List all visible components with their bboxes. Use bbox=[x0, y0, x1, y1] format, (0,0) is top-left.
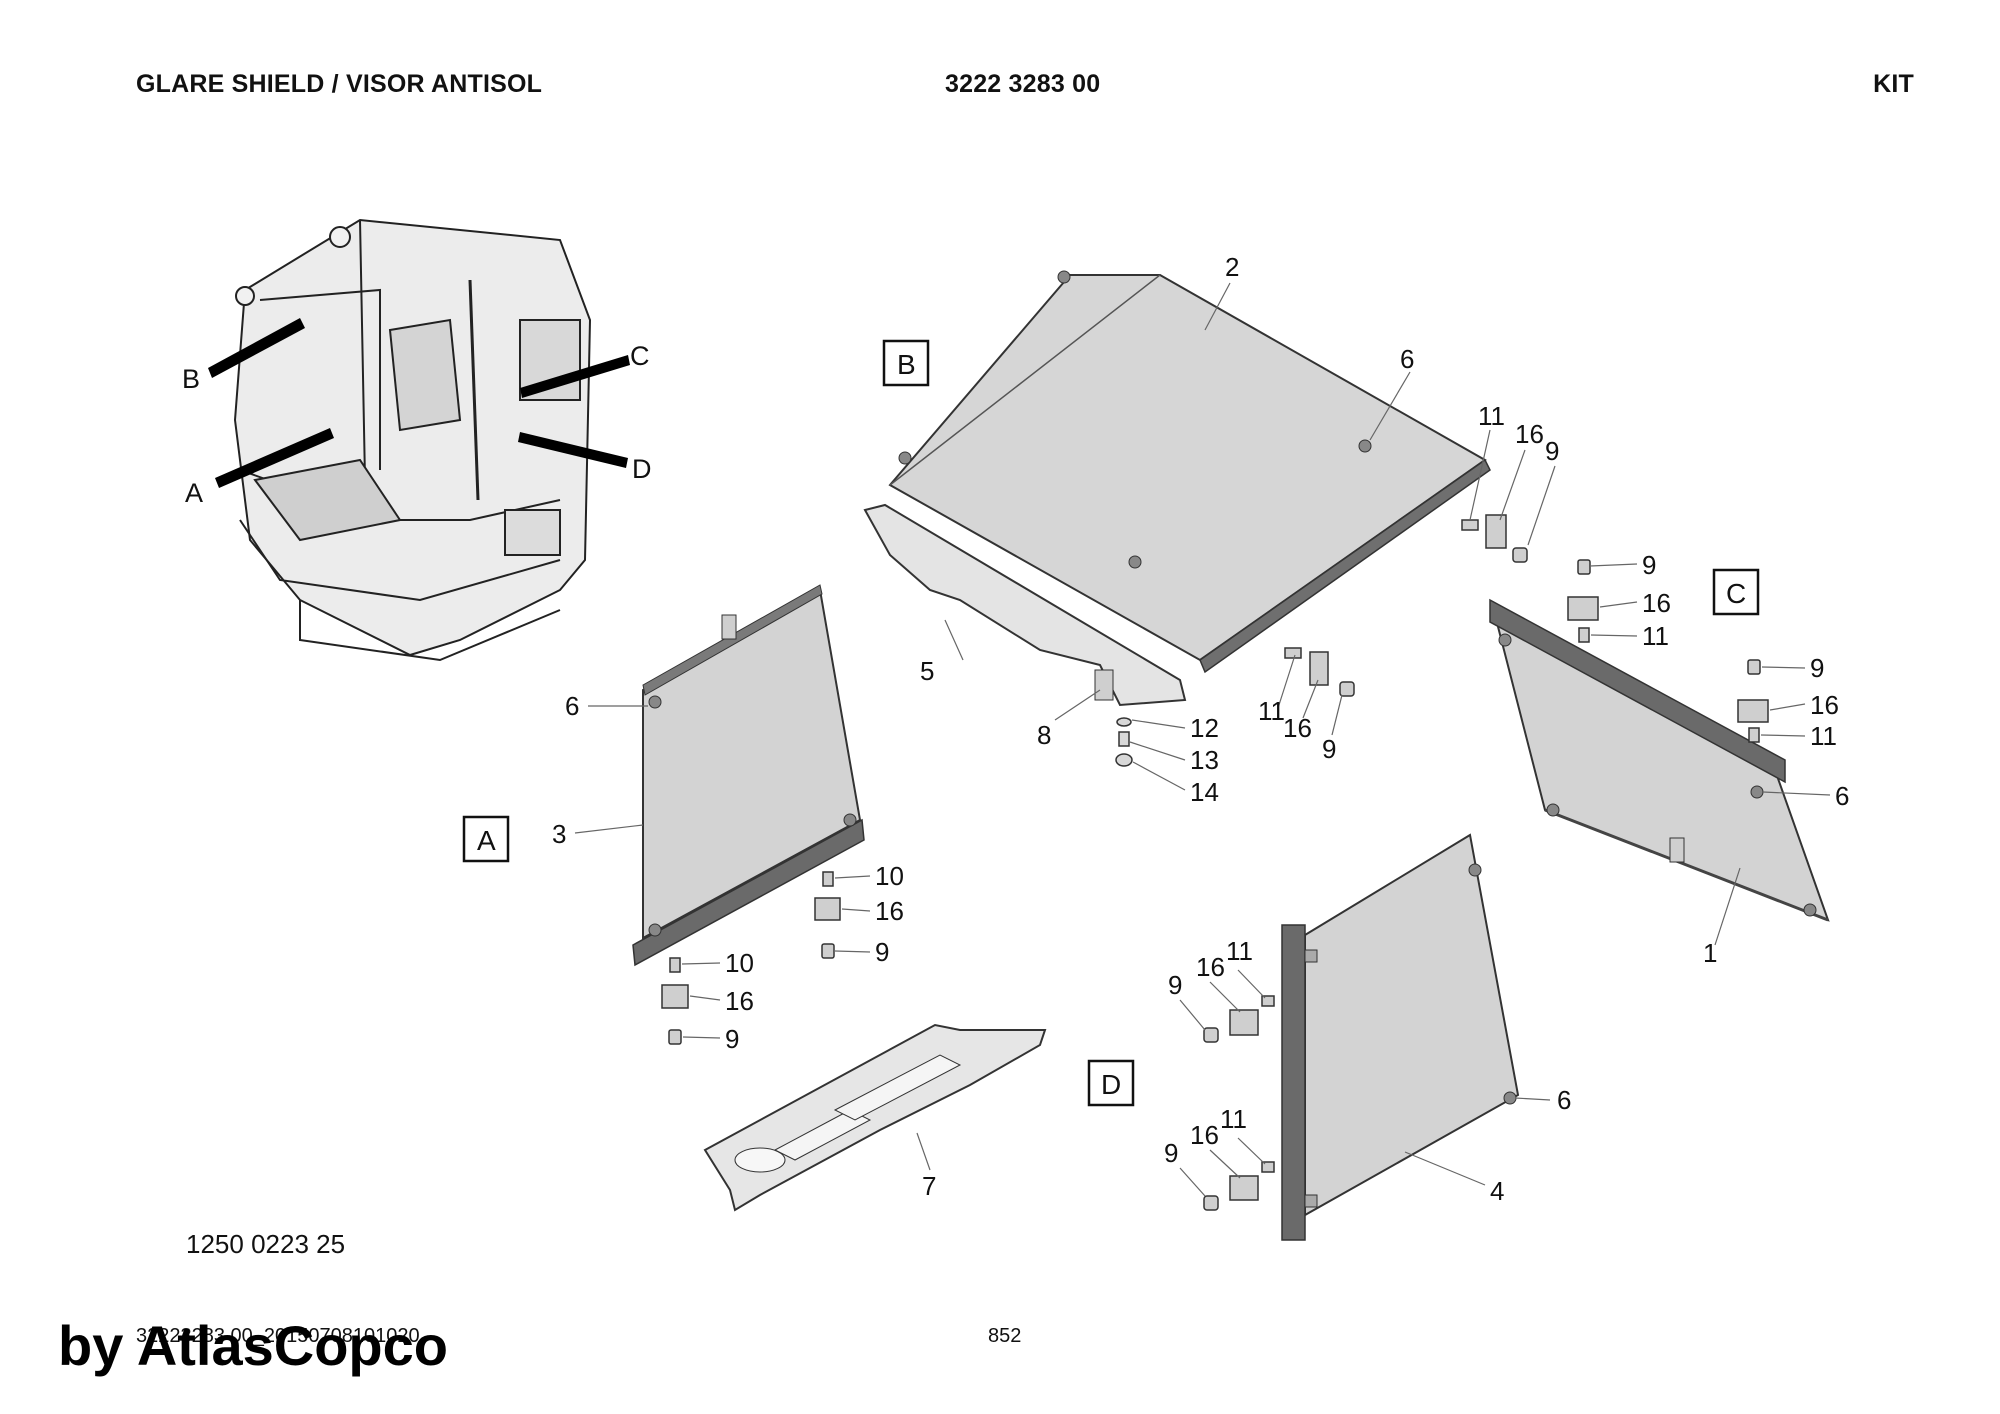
callout-9: 9 bbox=[725, 1024, 739, 1054]
overview-label-b: B bbox=[182, 364, 200, 394]
callout-16: 16 bbox=[1190, 1120, 1219, 1150]
callout-16: 16 bbox=[1515, 419, 1544, 449]
right-glare-panel bbox=[1489, 598, 1830, 922]
callout-9: 9 bbox=[875, 937, 889, 967]
callout-11: 11 bbox=[1220, 1104, 1247, 1134]
bracket-plate bbox=[863, 503, 1187, 707]
callout-9: 9 bbox=[1810, 653, 1824, 683]
callout-16: 16 bbox=[1283, 713, 1312, 743]
illustration-number: 1250 0223 25 bbox=[186, 1229, 346, 1259]
section-letters: B C A D bbox=[477, 349, 1746, 1100]
console-tray bbox=[703, 1023, 1047, 1212]
callout-10: 10 bbox=[875, 861, 904, 891]
section-box-d bbox=[1087, 1059, 1135, 1107]
overview-pointers bbox=[208, 318, 630, 488]
overview-label-a: A bbox=[185, 478, 203, 508]
overview-letters: B A C D bbox=[182, 341, 652, 508]
callout-8: 8 bbox=[1037, 720, 1051, 750]
header-type: KIT bbox=[1873, 70, 1914, 98]
top-glare-panel bbox=[888, 270, 1491, 674]
callout-13: 13 bbox=[1190, 745, 1219, 775]
top-right-hardware bbox=[1461, 514, 1528, 563]
section-box-b bbox=[882, 339, 930, 387]
header-part-number: 3222 3283 00 bbox=[945, 70, 1101, 98]
section-box-a bbox=[462, 815, 510, 863]
callout-11: 11 bbox=[1258, 696, 1285, 726]
section-boxes bbox=[462, 339, 1760, 1107]
callout-9: 9 bbox=[1168, 970, 1182, 1000]
section-label-c: C bbox=[1726, 578, 1746, 609]
callout-16: 16 bbox=[1196, 952, 1225, 982]
callout-6: 6 bbox=[1835, 781, 1849, 811]
front-hardware bbox=[1203, 995, 1275, 1211]
callout-9: 9 bbox=[1642, 550, 1656, 580]
overview-label-d: D bbox=[632, 454, 652, 484]
right-hardware bbox=[1567, 559, 1769, 743]
callout-2: 2 bbox=[1225, 252, 1239, 282]
callout-11: 11 bbox=[1810, 721, 1837, 751]
watermark: by AtlasCopco bbox=[58, 1314, 448, 1377]
callout-3: 3 bbox=[552, 819, 566, 849]
cab-overview bbox=[233, 218, 592, 662]
callout-5: 5 bbox=[920, 656, 934, 686]
callout-6: 6 bbox=[1557, 1085, 1571, 1115]
callout-1: 1 bbox=[1703, 938, 1717, 968]
top-lower-hardware bbox=[1284, 647, 1355, 697]
callout-16: 16 bbox=[1642, 588, 1671, 618]
callout-14: 14 bbox=[1190, 777, 1219, 807]
callout-9: 9 bbox=[1545, 436, 1559, 466]
overview-label-c: C bbox=[630, 341, 650, 371]
callout-9: 9 bbox=[1322, 734, 1336, 764]
callout-11: 11 bbox=[1478, 401, 1505, 431]
section-label-a: A bbox=[477, 825, 496, 856]
callout-16: 16 bbox=[725, 986, 754, 1016]
callout-7: 7 bbox=[922, 1171, 936, 1201]
callout-11: 11 bbox=[1642, 621, 1669, 651]
callout-11: 11 bbox=[1226, 936, 1253, 966]
callout-6: 6 bbox=[1400, 344, 1414, 374]
header-title: GLARE SHIELD / VISOR ANTISOL bbox=[136, 70, 543, 98]
document-id: 32223283 00_20150708101020 bbox=[136, 1325, 420, 1347]
section-label-b: B bbox=[897, 349, 916, 380]
callout-4: 4 bbox=[1490, 1176, 1504, 1206]
callout-9: 9 bbox=[1164, 1138, 1178, 1168]
front-glare-panel bbox=[1281, 833, 1520, 1241]
callout-10: 10 bbox=[725, 948, 754, 978]
left-hardware bbox=[661, 871, 841, 1045]
callout-6: 6 bbox=[565, 691, 579, 721]
callout-16: 16 bbox=[1810, 690, 1839, 720]
leader-lines bbox=[574, 282, 1831, 1197]
section-box-c bbox=[1712, 568, 1760, 616]
section-label-d: D bbox=[1101, 1069, 1121, 1100]
callout-numbers: 2 6 5 8 12 13 14 11 16 9 11 16 9 6 3 10 … bbox=[552, 252, 1849, 1206]
fastener-stack bbox=[1115, 717, 1133, 767]
left-glare-panel bbox=[632, 584, 865, 967]
callout-12: 12 bbox=[1190, 713, 1219, 743]
callout-16: 16 bbox=[875, 896, 904, 926]
page-number: 852 bbox=[988, 1325, 1022, 1347]
